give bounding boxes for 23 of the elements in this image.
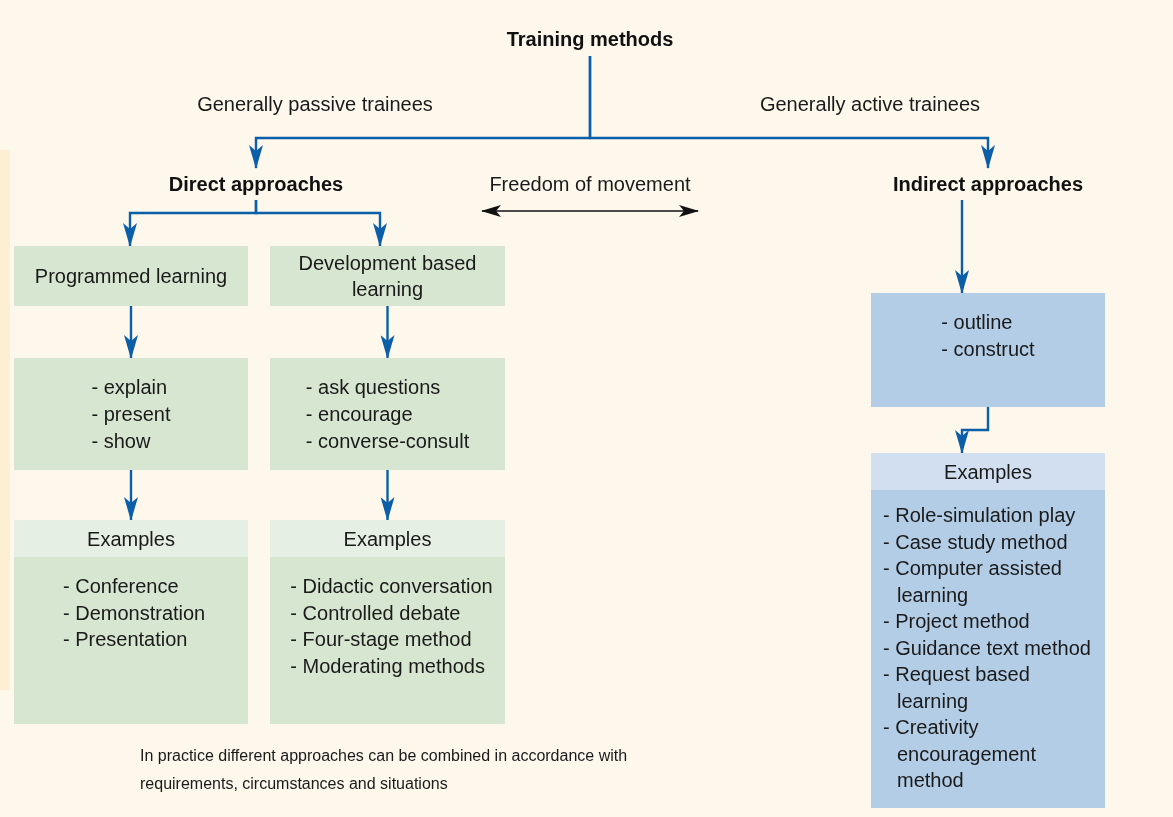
activity-box: - ask questions - encourage - converse-consult <box>270 358 505 470</box>
axis-label: Freedom of movement <box>488 172 692 197</box>
connector-arrow <box>124 306 138 359</box>
footnote: In practice different approaches can be combined in accordance with requirements, circumstances and situations <box>140 746 629 794</box>
branch-heading: Direct approaches <box>146 168 366 200</box>
branch-heading: Indirect approaches <box>878 168 1098 200</box>
connector-arrow <box>124 470 138 521</box>
connector-arrow <box>588 56 995 169</box>
activity-box: - explain - present - show <box>14 358 248 470</box>
connector-arrow <box>955 200 969 294</box>
connector-arrow <box>380 470 395 521</box>
edge-label: Generally active trainees <box>758 92 982 117</box>
method-box: Development based learning <box>270 246 505 306</box>
examples-box: Examples - Role-simulation play - Case study method - Computer assisted learning - Project method - Guidance text method - Request based learning - Creativity encouragement method <box>871 453 1105 808</box>
method-box: Programmed learning <box>14 246 248 306</box>
activity-box: - outline - construct <box>871 293 1105 407</box>
edge-label: Generally passive trainees <box>196 92 434 117</box>
examples-box: Examples - Didactic conversation - Controlled debate - Four-stage method - Moderating methods <box>270 520 505 724</box>
connector-arrow <box>955 407 990 454</box>
connector-arrow <box>254 200 387 247</box>
root-heading: Training methods <box>480 22 700 56</box>
connector-arrow <box>380 306 395 359</box>
examples-box: Examples - Conference - Demonstration - Presentation <box>14 520 248 724</box>
